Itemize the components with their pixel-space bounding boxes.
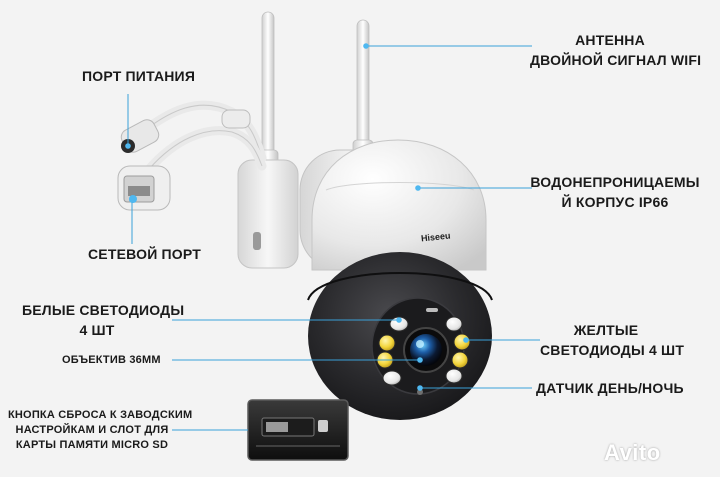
label-reset-and-sd: КНОПКА СБРОСА К ЗАВОДСКИМ НАСТРОЙКАМ И С… — [8, 409, 193, 451]
camera-lens — [403, 327, 449, 373]
card-slot-closeup — [247, 399, 349, 461]
antenna-right — [352, 19, 374, 165]
white-led-right-upper — [445, 316, 463, 332]
watermark: Avito — [604, 440, 661, 466]
label-day-night-sensor: ДАТЧИК ДЕНЬ/НОЧЬ — [536, 380, 684, 396]
leader-lines — [127, 45, 540, 431]
brand-logo: Hiseeu — [420, 231, 450, 244]
cables — [135, 100, 267, 173]
camera-shell — [311, 139, 487, 271]
yellow-led-right-lower — [451, 351, 469, 369]
label-lens: ОБЪЕКТИВ 36ММ — [62, 354, 161, 366]
label-power-port: ПОРТ ПИТАНИЯ — [82, 68, 196, 84]
label-network-port: СЕТЕВОЙ ПОРТ — [88, 246, 201, 262]
light-sensor — [417, 389, 423, 395]
watermark-text: Avito — [604, 440, 661, 465]
mount-body — [237, 159, 299, 269]
yellow-led-left-upper — [378, 334, 396, 352]
label-white-leds: БЕЛЫЕ СВЕТОДИОДЫ 4 ШТ — [22, 302, 185, 338]
white-led-right-lower — [445, 368, 463, 384]
white-led-left — [382, 370, 402, 386]
network-connector — [117, 165, 171, 211]
label-antenna: АНТЕННА ДВОЙНОЙ СИГНАЛ WIFI — [530, 32, 702, 68]
label-waterproof-body: ВОДОНЕПРОНИЦАЕМЫ Й КОРПУС IP66 — [530, 174, 700, 210]
marker-dots — [125, 43, 469, 391]
label-yellow-leds: ЖЕЛТЫЕ СВЕТОДИОДЫ 4 ШТ — [540, 322, 685, 358]
